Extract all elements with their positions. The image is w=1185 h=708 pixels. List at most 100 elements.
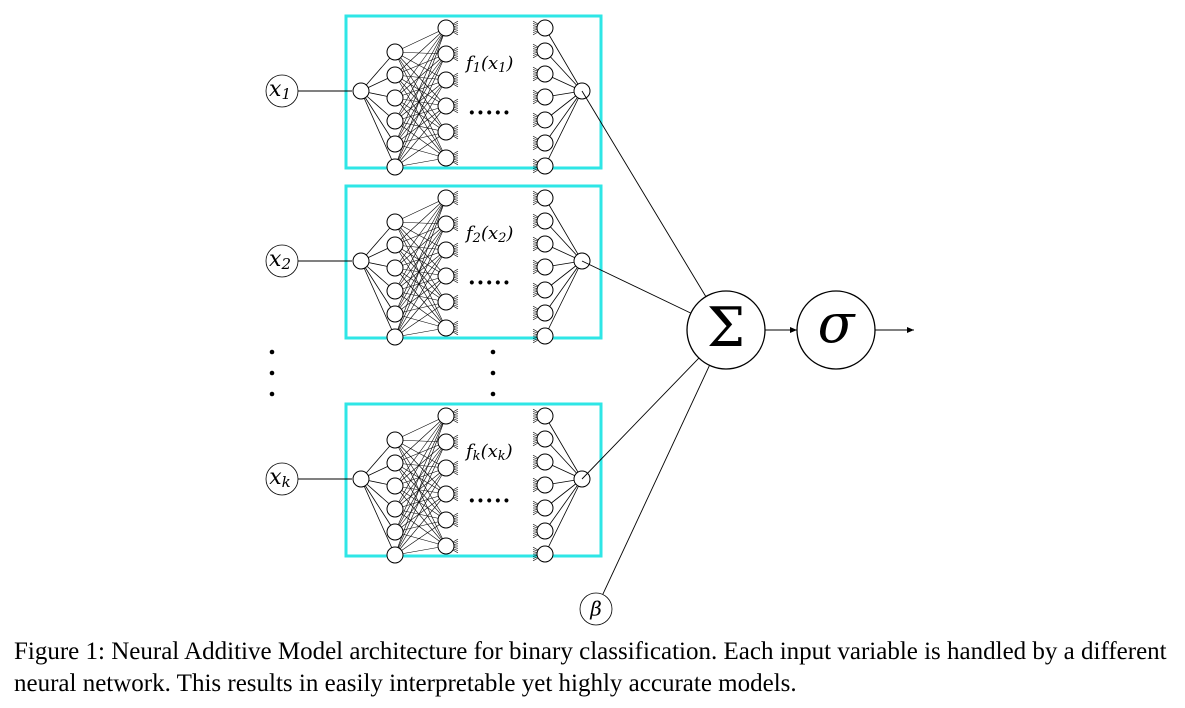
neuron <box>437 123 455 141</box>
edge <box>360 90 396 145</box>
input-variable-circle <box>265 462 299 496</box>
neuron <box>437 485 455 503</box>
neuron <box>437 433 455 451</box>
neuron <box>536 304 554 322</box>
edge <box>394 79 447 99</box>
edge <box>394 467 447 533</box>
hidden-layers-dots: ····· <box>468 270 511 296</box>
edge <box>394 27 447 122</box>
edge <box>394 105 447 145</box>
edge <box>394 27 447 145</box>
bias-circle <box>579 592 613 626</box>
ellipsis-dot <box>490 349 496 355</box>
edge <box>394 221 447 225</box>
neuron <box>536 19 554 37</box>
edge <box>394 441 447 556</box>
edge <box>394 415 447 533</box>
neuron <box>536 258 554 276</box>
bias-edge <box>602 365 710 595</box>
edge <box>394 97 447 107</box>
edge <box>394 545 447 556</box>
neuron <box>437 149 455 167</box>
edge <box>360 90 396 168</box>
edge <box>394 51 447 107</box>
neuron <box>536 430 554 448</box>
neuron <box>386 259 404 277</box>
edge <box>394 441 447 464</box>
edge <box>394 249 447 315</box>
edge <box>394 197 447 315</box>
edge <box>394 415 447 441</box>
ellipsis-dot <box>269 349 275 355</box>
edge <box>394 467 447 556</box>
neuron <box>386 328 404 346</box>
edge <box>394 439 447 521</box>
edge <box>394 120 447 159</box>
edge <box>394 415 447 487</box>
edge <box>394 439 447 495</box>
edge <box>394 267 447 277</box>
input-variable-circle <box>265 244 299 278</box>
edge <box>394 221 447 277</box>
sum-symbol: Σ <box>707 296 745 359</box>
neuron <box>386 213 404 231</box>
ellipsis-dot <box>269 391 275 397</box>
neuron <box>386 43 404 61</box>
edge <box>394 197 447 338</box>
function-label-3: fk(xk) <box>464 441 513 464</box>
neuron <box>386 135 404 153</box>
neuron <box>536 453 554 471</box>
edge <box>394 223 447 246</box>
edge <box>394 27 447 99</box>
edge <box>544 438 583 480</box>
edge <box>394 313 447 329</box>
edge <box>394 439 447 547</box>
edge <box>394 441 447 533</box>
edge-to-sum-1 <box>581 90 707 297</box>
neuron <box>536 88 554 106</box>
hidden-layers-dots: ····· <box>468 100 511 126</box>
edge <box>394 74 447 133</box>
neuron <box>536 134 554 152</box>
neuron <box>437 407 455 425</box>
neuron <box>536 235 554 253</box>
input-variable-circle <box>265 74 299 108</box>
edge <box>394 120 447 133</box>
edge <box>360 439 396 480</box>
neuron <box>536 522 554 540</box>
edge <box>394 462 447 495</box>
edge <box>360 260 396 338</box>
edge-to-sum-2 <box>581 260 692 314</box>
edge <box>394 223 447 315</box>
edge <box>360 478 396 556</box>
edge <box>394 221 447 303</box>
edge <box>394 508 447 547</box>
hidden-layers-dots: ····· <box>468 488 511 514</box>
neuron <box>536 42 554 60</box>
neuron <box>536 499 554 517</box>
edge <box>394 467 447 510</box>
neuron <box>386 477 404 495</box>
edge <box>394 275 447 338</box>
neuron <box>386 546 404 564</box>
edge <box>394 244 447 329</box>
edge <box>394 493 447 556</box>
neuron <box>536 327 554 345</box>
neuron <box>437 45 455 63</box>
edge <box>394 79 447 145</box>
edge <box>394 197 447 292</box>
edge <box>394 221 447 251</box>
neuron <box>437 19 455 37</box>
neuron <box>437 189 455 207</box>
edge <box>394 415 447 556</box>
edge <box>394 74 447 159</box>
edge <box>394 79 447 168</box>
edge <box>394 197 447 223</box>
edge <box>394 131 447 168</box>
edge <box>394 439 447 469</box>
edge <box>394 249 447 292</box>
edge <box>394 223 447 292</box>
edge <box>394 462 447 547</box>
neuron <box>386 500 404 518</box>
edge <box>394 493 447 533</box>
